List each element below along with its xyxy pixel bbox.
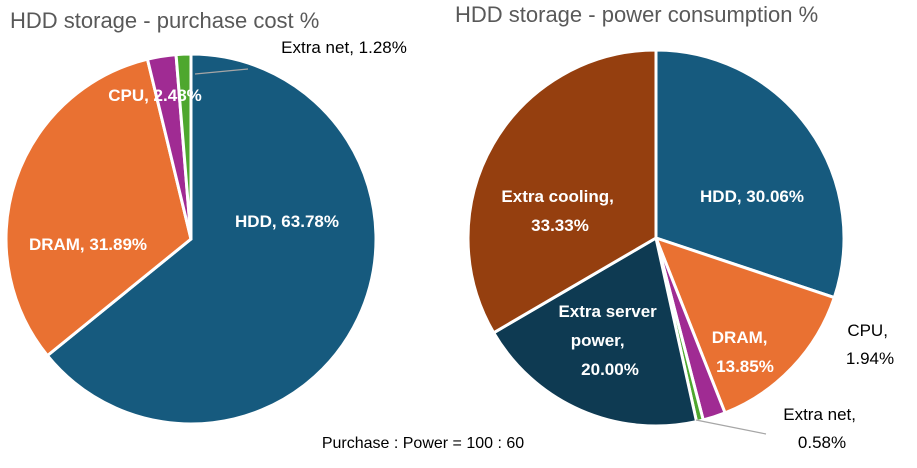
slice-label-power-extra-cooling-name: Extra cooling, (501, 187, 613, 206)
slice-label-power-dram: DRAM, 13.85% (712, 328, 774, 376)
slice-label-power-extra-net: Extra net, 0.58% (783, 405, 861, 452)
leader-line-power-extra-net (695, 419, 767, 435)
purchase-slice-hdd (45, 52, 378, 426)
slice-label-power-dram-name: DRAM (712, 328, 763, 347)
slice-label-power-extra-net-percent: 0.58% (798, 433, 846, 452)
slice-label-power-cpu: CPU, 1.94% (846, 321, 894, 368)
purchase-slice-extra-net (174, 52, 193, 241)
power-slice-hdd (654, 48, 846, 300)
chart-title-power: HDD storage - power consumption % (455, 2, 818, 27)
chart-title-purchase: HDD storage - purchase cost % (10, 8, 319, 33)
slice-label-power-extra-server-percent: 20.00% (581, 360, 639, 379)
slice-label-purchase-dram: DRAM, 31.89% (29, 235, 147, 254)
slice-label-power-cpu-percent: 1.94% (846, 349, 894, 368)
slice-label-power-extra-server-line2: power, (571, 331, 625, 350)
slice-label-power-extra-cooling-percent: 33.33% (531, 216, 589, 235)
ratio-caption: Purchase : Power = 100 : 60 (322, 435, 524, 452)
slice-label-power-extra-server-line1: Extra server (558, 302, 657, 321)
slice-label-power-extra-cooling: Extra cooling, 33.33% (501, 187, 618, 235)
pie-chart-power (466, 48, 846, 428)
pie-chart-purchase (4, 52, 378, 426)
slice-label-power-extra-net-name: Extra net, (783, 405, 856, 424)
purchase-slice-dram (4, 57, 193, 358)
slice-label-power-cpu-name: CPU, (847, 321, 888, 340)
slice-label-purchase-cpu: CPU, 2.48% (108, 86, 202, 105)
slice-label-purchase-hdd: HDD, 63.78% (235, 212, 339, 231)
power-slice-extra-cooling (466, 48, 658, 335)
slice-label-purchase-extra-net: Extra net, 1.28% (281, 38, 407, 57)
leader-line-purchase-extra-net (194, 68, 249, 75)
slice-label-power-dram-comma: , (763, 328, 768, 347)
slice-label-power-dram-percent: 13.85% (716, 357, 774, 376)
slice-label-power-extra-server: Extra server power, 20.00% (558, 302, 661, 379)
slice-label-power-hdd: HDD, 30.06% (700, 187, 804, 206)
power-slice-extra-server-power (492, 236, 699, 428)
power-slice-dram (654, 236, 836, 415)
